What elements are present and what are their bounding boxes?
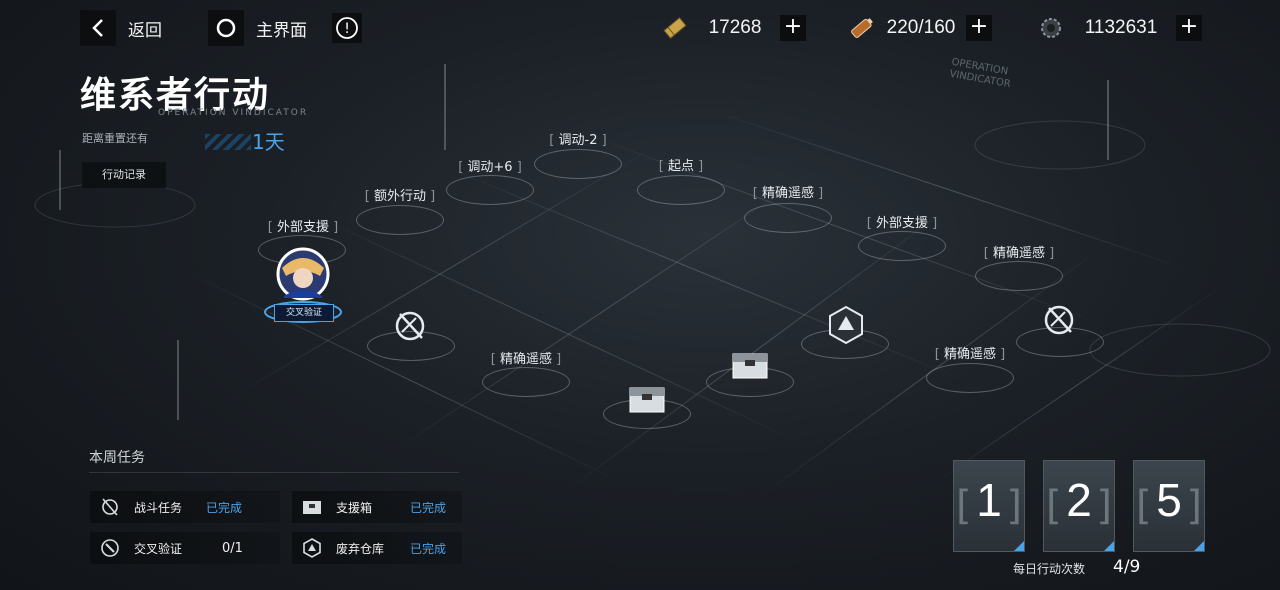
task-name: 战斗任务	[134, 500, 183, 515]
weekly-divider	[89, 472, 459, 473]
node-ring	[975, 261, 1063, 291]
svg-text:!: !	[344, 21, 350, 37]
resource-battery: 220/160 +	[846, 14, 992, 42]
task-combat: 战斗任务 已完成	[90, 491, 280, 523]
counter-digit: 2	[1066, 474, 1092, 526]
combat-node-icon[interactable]	[388, 306, 432, 350]
counter-digit-card: [] 1	[953, 460, 1025, 552]
combat-icon	[96, 493, 124, 521]
resource-gear-value: 1132631	[1084, 17, 1158, 38]
counter-digit-card: [] 2	[1043, 460, 1115, 552]
map-node-label[interactable]: 精确遥感	[491, 348, 561, 367]
cross-verify-icon	[96, 534, 124, 562]
node-ring	[858, 231, 946, 261]
task-cross-verify: 交叉验证 0/1	[90, 532, 280, 564]
map-node-label[interactable]: 外部支援	[268, 216, 338, 235]
map-node-label[interactable]: 起点	[659, 155, 703, 174]
info-icon: !	[332, 13, 362, 43]
daily-actions-label: 每日行动次数	[1013, 562, 1086, 576]
warehouse-icon	[298, 534, 326, 562]
counter-digit: 1	[976, 474, 1002, 526]
task-status: 已完成	[206, 500, 243, 515]
add-battery-button[interactable]: +	[966, 15, 992, 41]
back-label: 返回	[128, 20, 162, 41]
daily-actions-value: 4/9	[1113, 557, 1141, 577]
reset-label: 距离重置还有	[82, 132, 148, 145]
map-node-label[interactable]: 外部支援	[867, 212, 937, 231]
reset-stripe	[205, 134, 251, 150]
player-tag: 交叉验证	[274, 304, 334, 322]
task-supply-box: 支援箱 已完成	[292, 491, 462, 523]
node-ring	[367, 331, 455, 361]
event-title: 维系者行动	[80, 75, 271, 116]
task-name: 支援箱	[336, 500, 373, 515]
map-node-label[interactable]: 精确遥感	[984, 242, 1054, 261]
resource-gear: 1132631 +	[1036, 14, 1202, 42]
circle-home-icon	[208, 10, 244, 46]
counter-digit-card: [] 5	[1133, 460, 1205, 552]
task-status: 0/1	[222, 540, 243, 556]
chevron-left-icon	[80, 10, 116, 46]
weekly-tasks-title: 本周任务	[89, 450, 145, 466]
node-ring	[534, 149, 622, 179]
supply-box-node-icon[interactable]	[626, 382, 668, 420]
home-label: 主界面	[256, 20, 307, 41]
node-ring	[482, 367, 570, 397]
resource-battery-value: 220/160	[886, 17, 956, 38]
task-name: 废弃仓库	[336, 541, 385, 556]
node-ring	[744, 203, 832, 233]
node-ring	[926, 363, 1014, 393]
resource-gold-value: 17268	[708, 17, 762, 38]
gold-ticket-icon	[660, 15, 690, 41]
supply-box-icon	[298, 493, 326, 521]
node-ring	[446, 175, 534, 205]
gear-coin-icon	[1036, 15, 1066, 41]
player-avatar[interactable]: 交叉验证	[262, 246, 344, 326]
task-status: 已完成	[410, 500, 447, 515]
warehouse-node-icon[interactable]	[825, 304, 867, 348]
add-gold-button[interactable]: +	[780, 15, 806, 41]
map-node-label[interactable]: 额外行动	[365, 185, 435, 204]
supply-box-node-icon[interactable]	[729, 348, 771, 386]
info-button[interactable]: !	[332, 10, 362, 46]
task-name: 交叉验证	[134, 541, 183, 556]
add-gear-button[interactable]: +	[1176, 15, 1202, 41]
node-ring	[356, 205, 444, 235]
map-node-label[interactable]: 精确遥感	[753, 182, 823, 201]
map-node-label[interactable]: 调动-2	[549, 129, 606, 148]
map-node-label[interactable]: 调动+6	[458, 156, 522, 175]
home-button[interactable]: 主界面	[208, 10, 307, 46]
back-button[interactable]: 返回	[80, 10, 162, 46]
node-ring	[1016, 327, 1104, 357]
combat-node-icon[interactable]	[1037, 300, 1081, 344]
node-ring	[637, 175, 725, 205]
counter-digit: 5	[1156, 474, 1182, 526]
resource-gold: 17268 +	[660, 14, 806, 42]
map-node-label[interactable]: 精确遥感	[935, 343, 1005, 362]
battery-icon	[846, 15, 876, 41]
event-subtitle: OPERATION VINDICATOR	[158, 108, 309, 118]
task-warehouse: 废弃仓库 已完成	[292, 532, 462, 564]
action-log-button[interactable]: 行动记录	[82, 162, 166, 188]
reset-value: 1天	[252, 130, 285, 154]
task-status: 已完成	[410, 541, 447, 556]
